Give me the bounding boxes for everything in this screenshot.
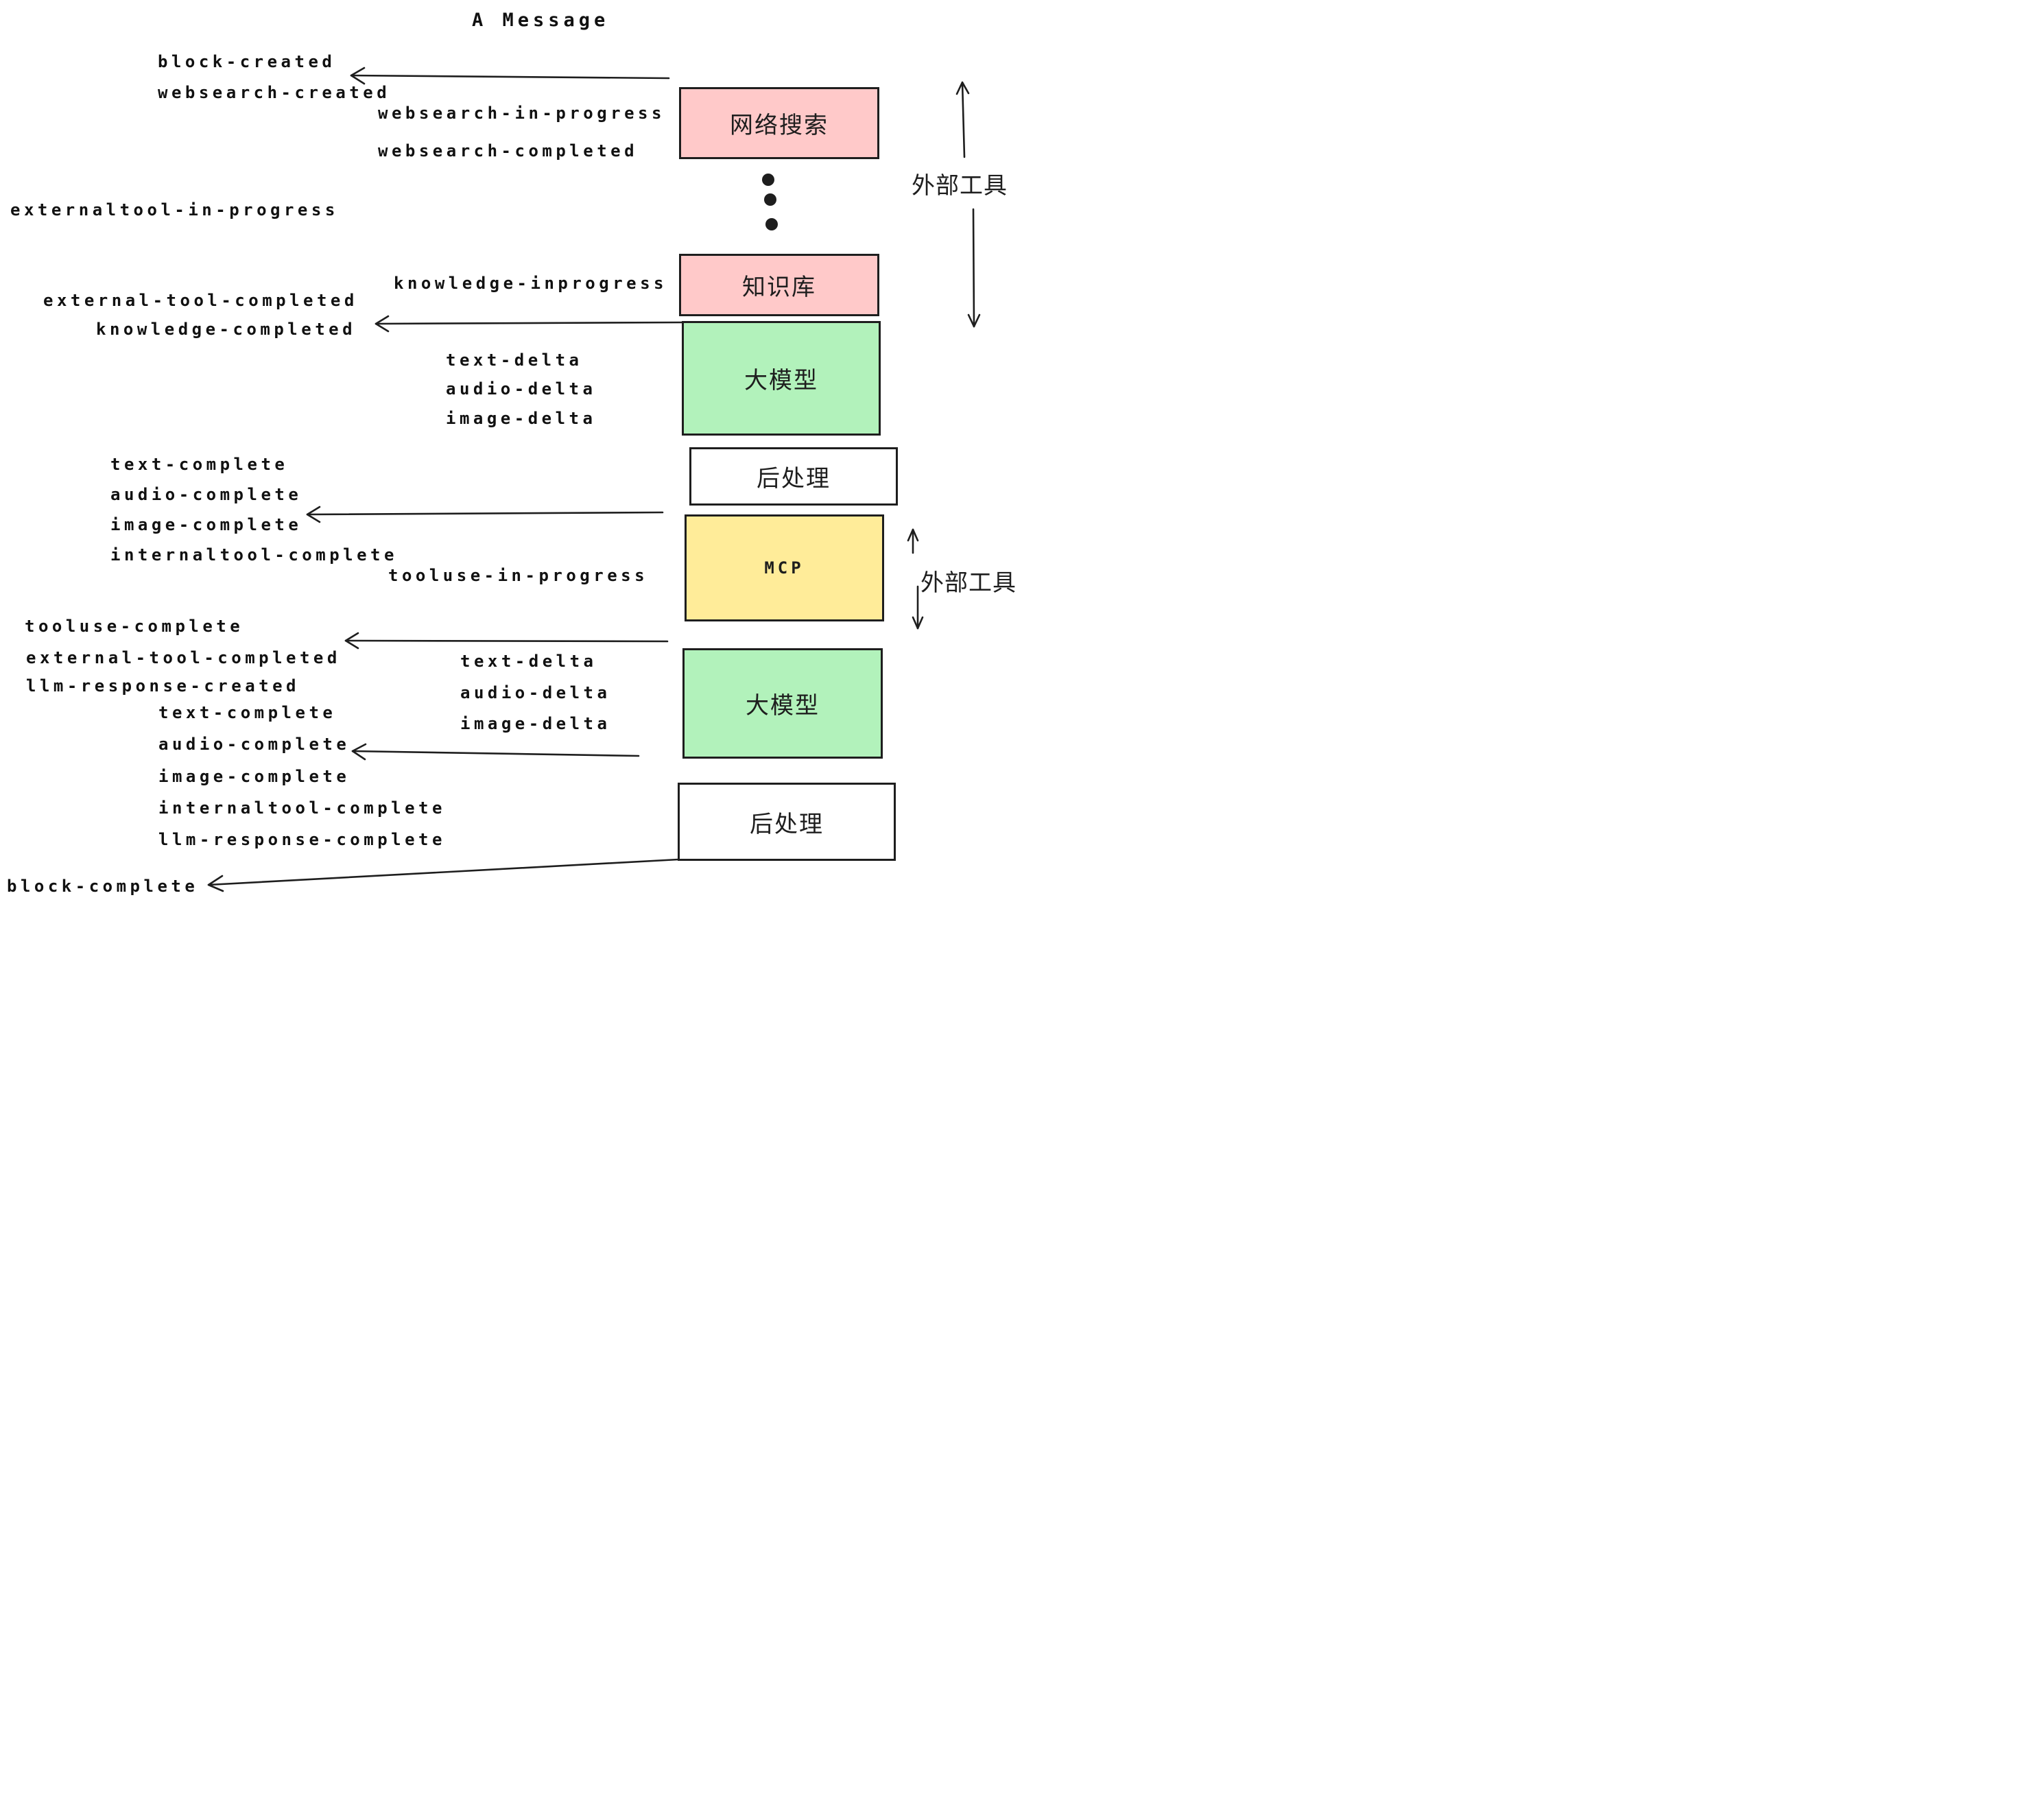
event-label-websearch-completed: websearch-completed [378,141,639,161]
event-label-audio-complete-2: audio-complete [158,735,350,754]
message-flow-diagram: A Message block-created websearch-create… [0,0,1022,902]
arrow-llm2-to-audio-complete-head [351,743,367,761]
event-label-block-complete: block-complete [7,877,199,896]
mcp-box: MCP [685,514,884,621]
postprocess-box-1: 后处理 [689,447,898,506]
external-tools-mid-down-arrow-head [912,616,924,630]
mcp-box-label: MCP [764,558,805,578]
external-tools-top-up-arrow-head [955,81,970,95]
event-label-externaltool-in-progress: externaltool-in-progress [10,200,339,219]
postprocess-box-2: 后处理 [678,783,896,861]
arrow-llm2-to-tooluse-complete-head [344,632,359,650]
event-label-image-delta-1: image-delta [446,409,597,428]
external-tools-top-up-arrow-line [961,81,966,158]
llm-box-2: 大模型 [682,648,883,759]
event-label-image-delta-2: image-delta [460,714,611,733]
external-tools-mid-up-arrow-head [907,528,919,542]
event-label-knowledge-completed: knowledge-completed [96,320,357,339]
postprocess-box-1-label: 后处理 [757,465,831,492]
event-label-external-tool-completed-2: external-tool-completed [26,648,341,667]
arrow-llm1-to-knowledge-completed-head [375,315,390,333]
event-label-knowledge-inprogress: knowledge-inprogress [394,274,667,293]
llm-box-2-label: 大模型 [746,692,820,720]
event-label-tooluse-complete: tooluse-complete [25,617,244,636]
llm-box-1: 大模型 [682,321,881,436]
event-label-websearch-created: websearch-created [158,83,391,102]
external-tools-annotation-mid: 外部工具 [920,569,1017,597]
websearch-box-label: 网络搜索 [730,112,829,139]
llm-box-1-label: 大模型 [744,367,818,394]
postprocess-box-2-label: 后处理 [750,810,824,838]
event-label-audio-delta-2: audio-delta [460,683,611,702]
websearch-box: 网络搜索 [679,87,879,159]
ellipsis-dot-1 [762,174,774,186]
ellipsis-dot-3 [765,218,778,230]
event-label-audio-delta-1: audio-delta [446,379,597,399]
event-label-image-complete-1: image-complete [110,515,302,534]
diagram-title: A Message [472,10,610,31]
event-label-text-complete-1: text-complete [110,455,289,474]
external-tools-top-down-arrow-line [972,208,975,328]
external-tools-annotation-top: 外部工具 [912,172,1008,200]
arrow-websearch-to-created-line [350,74,670,80]
event-label-block-created: block-created [158,52,336,71]
event-label-llm-response-complete: llm-response-complete [158,830,446,849]
arrow-mcp-to-image-complete-line [306,511,664,516]
event-label-text-delta-1: text-delta [446,351,583,370]
arrow-llm1-to-knowledge-completed-line [375,321,684,325]
event-label-external-tool-completed-1: external-tool-completed [43,291,358,310]
event-label-llm-response-created: llm-response-created [26,676,300,696]
arrow-websearch-to-created-head [350,67,366,85]
event-label-internaltool-complete-1: internaltool-complete [110,545,398,565]
external-tools-top-down-arrow-head [967,313,981,328]
event-label-text-complete-2: text-complete [158,703,337,722]
event-label-audio-complete-1: audio-complete [110,485,302,504]
event-label-tooluse-in-progress: tooluse-in-progress [388,566,649,585]
arrow-llm2-to-audio-complete-line [351,750,640,757]
event-label-text-delta-2: text-delta [460,652,597,671]
event-label-internaltool-complete-2: internaltool-complete [158,798,446,818]
arrow-post2-to-block-complete-head [207,875,224,892]
arrow-post2-to-block-complete-line [207,858,680,886]
knowledge-base-box: 知识库 [679,254,879,316]
knowledge-base-box-label: 知识库 [742,274,816,301]
event-label-image-complete-2: image-complete [158,767,350,786]
event-label-websearch-in-progress: websearch-in-progress [378,104,665,123]
ellipsis-dot-2 [764,193,776,206]
arrow-mcp-to-image-complete-head [306,506,321,523]
